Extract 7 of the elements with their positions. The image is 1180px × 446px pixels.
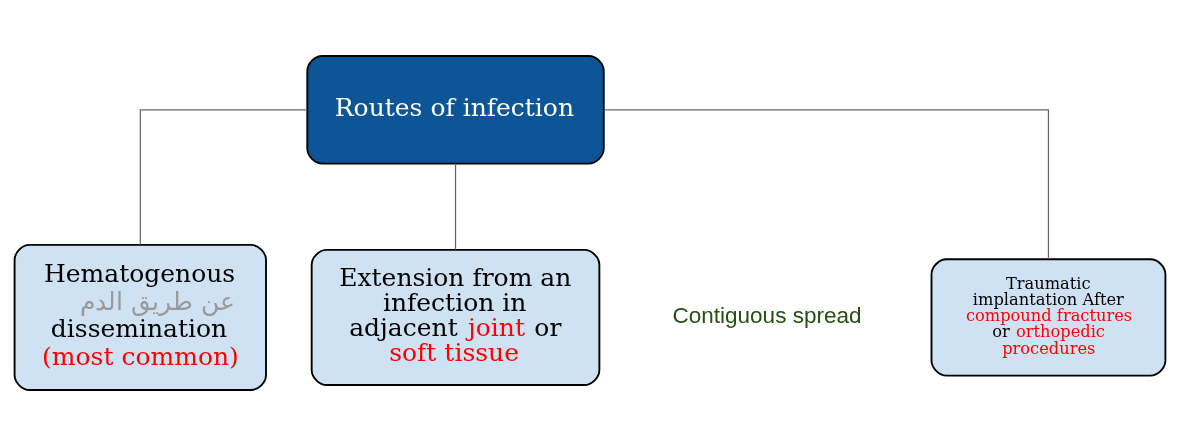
connector — [139, 109, 308, 246]
node-box: Traumatic implantation After compound fractures or orthopedic procedures — [930, 258, 1167, 377]
node-box: Routes of infection — [306, 55, 605, 165]
node-box: Extension from an infection in adjacent joint or soft tissue — [310, 248, 601, 386]
connector — [454, 163, 457, 251]
connector — [603, 109, 1050, 260]
node-label: Contiguous spread — [672, 302, 862, 328]
